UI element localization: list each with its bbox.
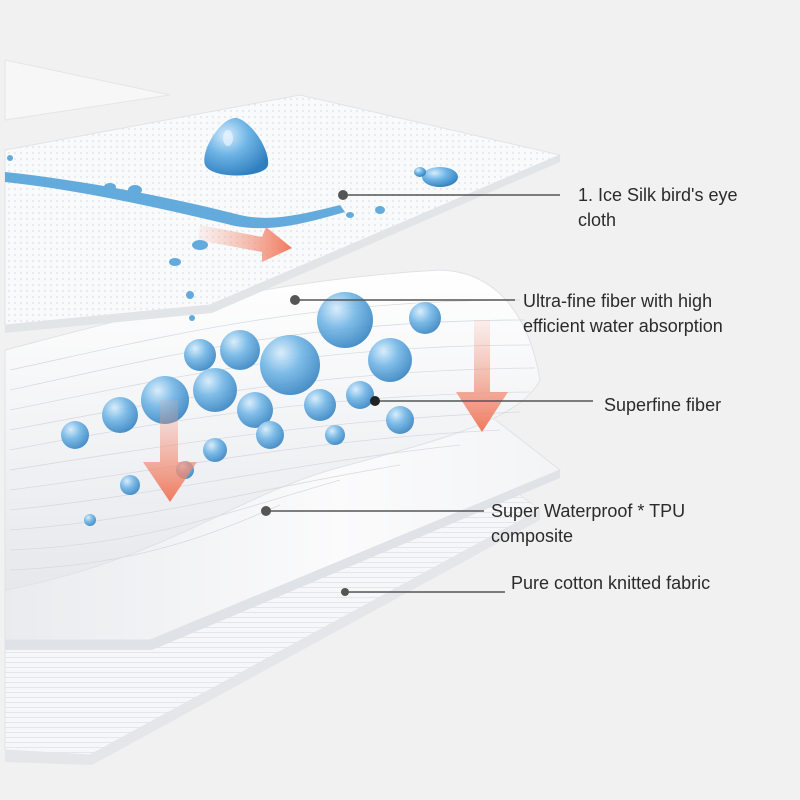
callout-ultra-fine-fiber: Ultra-fine fiber with high efficient wat… (523, 291, 723, 336)
leader-lines (261, 190, 593, 596)
water-streak (5, 155, 385, 321)
absorbed-water-beads (61, 292, 441, 526)
callout-superfine-fiber: Superfine fiber (604, 395, 722, 415)
back-sheet (4, 59, 171, 121)
callout-tpu-composite: Super Waterproof * TPU composite (491, 501, 686, 546)
callout-ice-silk: 1. Ice Silk bird's eye cloth (578, 185, 738, 230)
flow-arrows (143, 225, 508, 502)
arrow-diagonal (198, 225, 292, 262)
arrow-down-right (456, 320, 508, 432)
water-droplet (204, 117, 269, 176)
small-droplets (414, 167, 458, 187)
callout-cotton-fabric: Pure cotton knitted fabric (511, 573, 711, 593)
fiber-strands (9, 299, 536, 571)
arrow-down-left (143, 400, 197, 502)
